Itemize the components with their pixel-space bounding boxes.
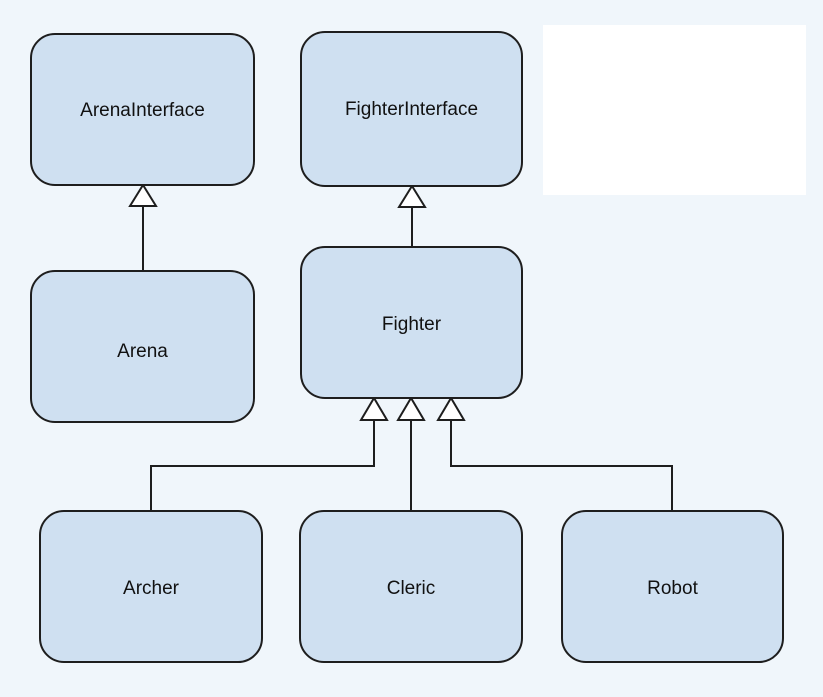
node-label: Fighter [382,314,442,335]
node-archer: Archer [39,510,263,663]
node-fighter-interface: FighterInterface [300,31,523,187]
node-label: FighterInterface [345,99,478,120]
node-box [561,510,784,663]
node-label: Cleric [387,578,436,599]
node-arena-interface: ArenaInterface [30,33,255,186]
node-robot: Robot [561,510,784,663]
node-label: Robot [647,578,698,599]
node-box [30,33,255,186]
edges [128,183,673,511]
node-cleric: Cleric [299,510,523,663]
node-box [30,270,255,423]
inheritance-arrowhead [128,183,158,207]
inheritance-arrowhead [436,396,466,421]
edge-robot-to-fighter [450,420,673,511]
edge-archer-to-fighter [150,420,375,511]
inheritance-arrowhead [396,396,426,421]
inheritance-arrowhead [397,184,427,208]
node-box [300,246,523,399]
node-fighter: Fighter [300,246,523,399]
node-box [299,510,523,663]
node-label: Archer [123,578,180,599]
blank-panel [543,25,806,195]
node-box [300,31,523,187]
inheritance-arrowhead [359,396,389,421]
node-label: ArenaInterface [80,100,205,121]
node-box [39,510,263,663]
node-label: Arena [117,341,168,362]
node-arena: Arena [30,270,255,423]
